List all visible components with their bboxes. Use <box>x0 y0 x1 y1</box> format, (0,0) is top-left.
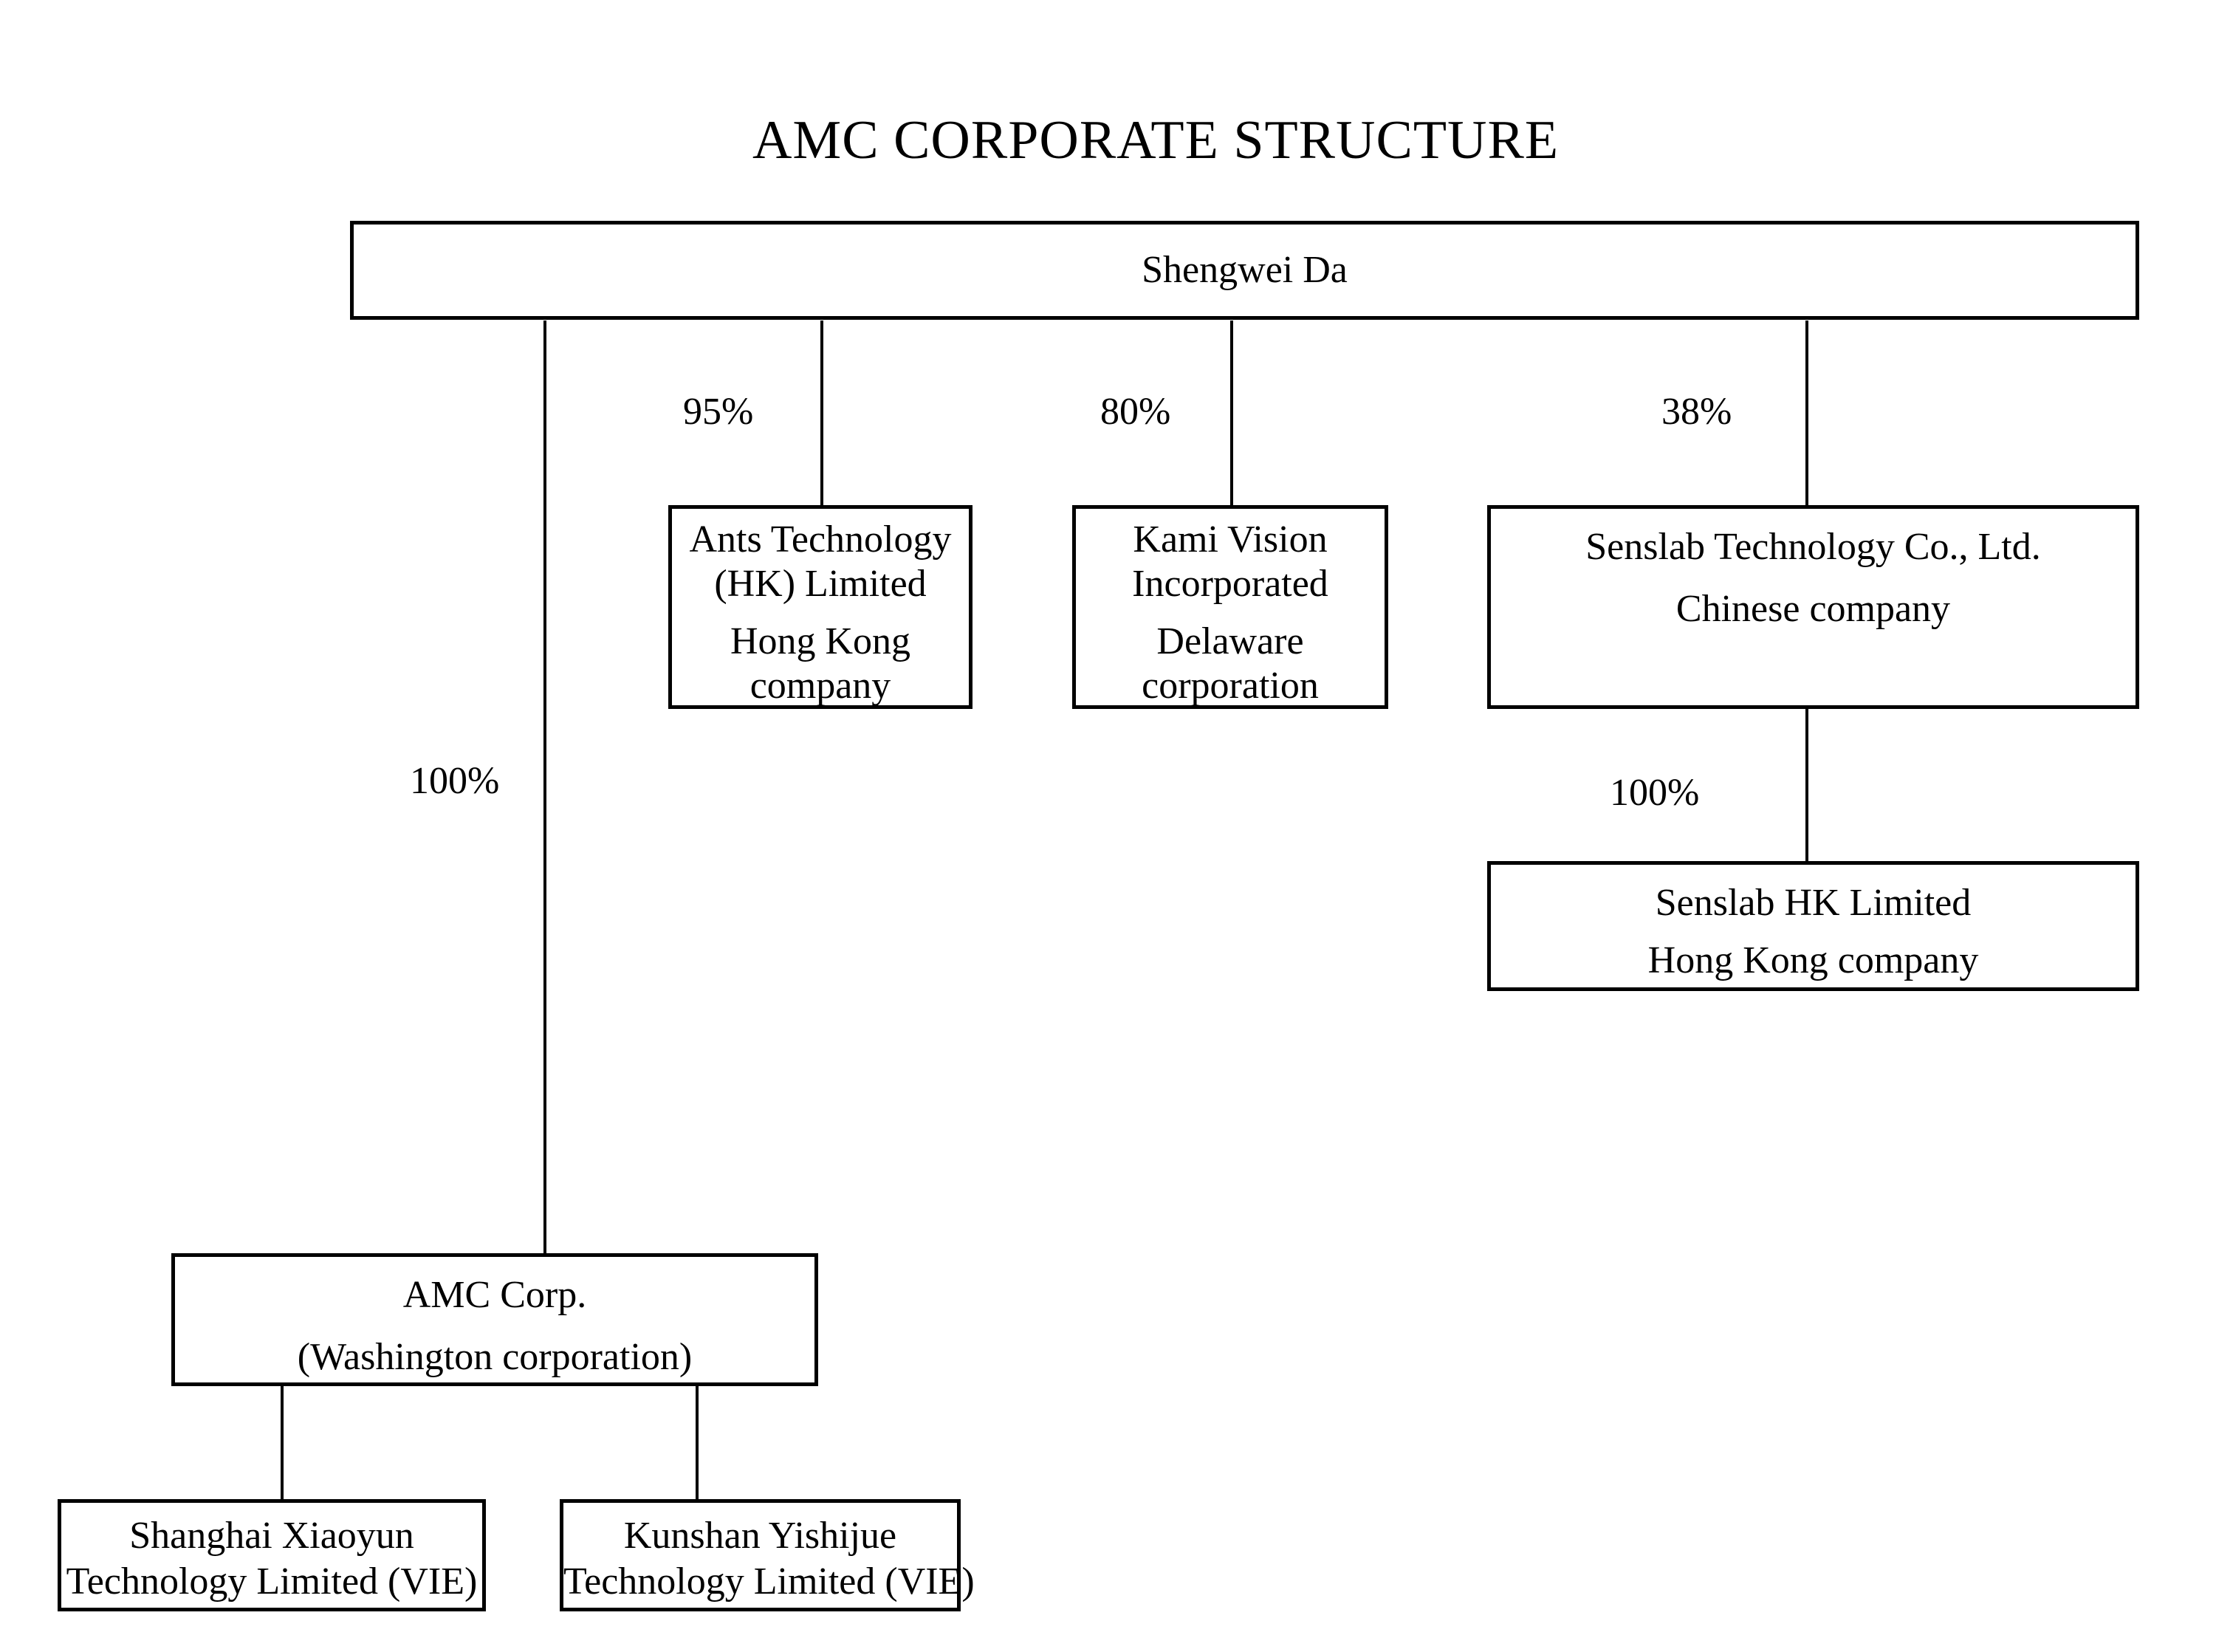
ownership-label-senslabhk: 100% <box>1610 772 1700 814</box>
entity-name-line: AMC Corp. <box>402 1274 587 1316</box>
ownership-label-ants: 95% <box>683 391 754 433</box>
ownership-label-amc: 100% <box>410 760 500 802</box>
entity-box-kunshan-yishijue: Kunshan Yishijue Technology Limited (VIE… <box>560 1499 975 1611</box>
entity-name-line: Ants Technology <box>689 518 952 561</box>
entity-box-senslab-technology: Senslab Technology Co., Ltd. Chinese com… <box>1487 505 2139 709</box>
entity-name-line: Senslab HK Limited <box>1655 882 1972 924</box>
connector-senslab-to-senslabhk <box>1805 707 1808 861</box>
entity-name-line: (HK) Limited <box>714 563 927 605</box>
connector-amc-to-kunshan <box>696 1385 699 1499</box>
entity-jurisdiction-line: company <box>749 665 891 707</box>
connector-shengwei-to-kami <box>1230 321 1233 505</box>
entity-name-line: Kunshan Yishijue <box>623 1515 897 1557</box>
ownership-label-senslab: 38% <box>1661 391 1732 433</box>
entity-box-kami-vision: Kami Vision Incorporated Delaware corpor… <box>1072 505 1388 709</box>
connector-shengwei-to-senslab <box>1805 321 1808 505</box>
entity-jurisdiction-line: (Washington corporation) <box>297 1336 693 1378</box>
entity-name-line: Shanghai Xiaoyun <box>129 1515 414 1557</box>
entity-name-line: Kami Vision <box>1133 518 1328 561</box>
entity-jurisdiction-line: Hong Kong <box>730 620 911 662</box>
entity-name-line: Senslab Technology Co., Ltd. <box>1585 526 2041 568</box>
entity-box-shanghai-xiaoyun: Shanghai Xiaoyun Technology Limited (VIE… <box>58 1499 486 1611</box>
connector-amc-to-shanghai <box>281 1385 284 1499</box>
entity-box-shengwei-da: Shengwei Da <box>350 221 2139 320</box>
entity-name-line: Incorporated <box>1132 563 1328 605</box>
entity-box-amc-corp: AMC Corp. (Washington corporation) <box>171 1253 818 1386</box>
entity-name: Shengwei Da <box>1142 249 1348 291</box>
ownership-label-kami: 80% <box>1100 391 1171 433</box>
entity-name-line: Technology Limited (VIE) <box>66 1560 478 1603</box>
connector-shengwei-to-ants <box>820 321 823 505</box>
entity-jurisdiction-line: Delaware <box>1156 620 1304 662</box>
entity-jurisdiction-line: Chinese company <box>1675 588 1951 630</box>
entity-name-line: Technology Limited (VIE) <box>563 1560 975 1603</box>
connector-shengwei-to-amc <box>543 321 546 1253</box>
entity-jurisdiction-line: Hong Kong company <box>1647 939 1979 981</box>
chart-title: AMC CORPORATE STRUCTURE <box>752 110 1560 171</box>
entity-box-senslab-hk: Senslab HK Limited Hong Kong company <box>1487 861 2139 991</box>
entity-jurisdiction-line: corporation <box>1142 665 1319 707</box>
entity-box-ants-technology: Ants Technology (HK) Limited Hong Kong c… <box>668 505 972 709</box>
